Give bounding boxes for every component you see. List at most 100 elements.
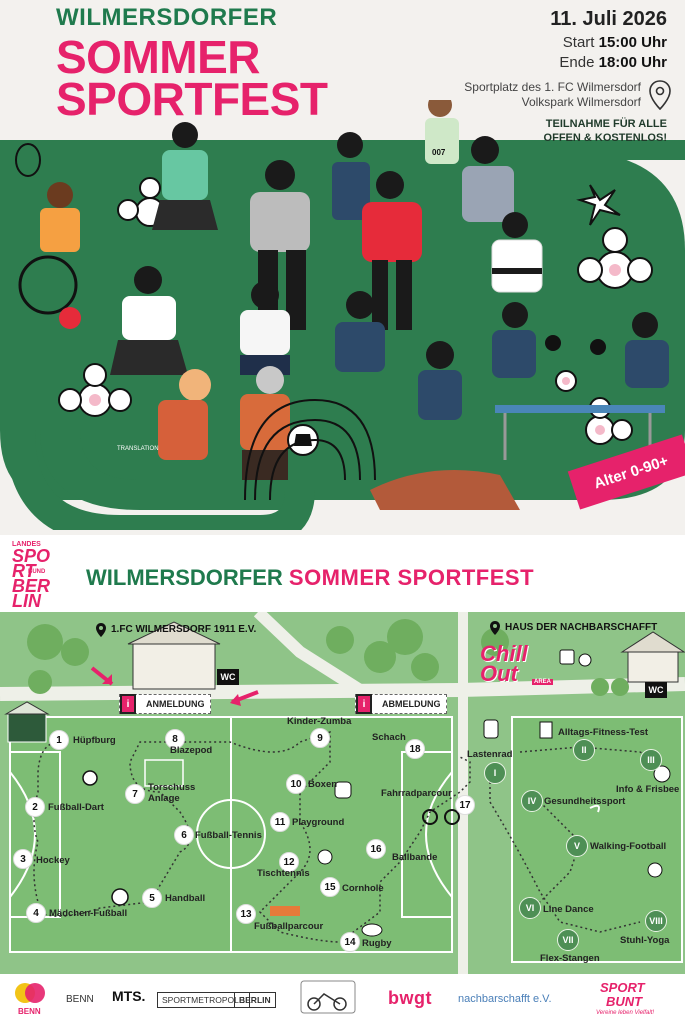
station-4-number: 4 [26, 903, 46, 923]
chill-line1: Chill [480, 641, 528, 666]
park-station-3-label: Info & Frisbee [616, 784, 680, 795]
station-18-number: 18 [405, 739, 425, 759]
cargo-bike-icon [300, 980, 356, 1014]
location-pin-icon [649, 80, 671, 110]
station-16-label: Ballbande [392, 852, 438, 863]
poster-title-line1: WILMERSDORFER [56, 4, 278, 31]
logo-bund: BUND [28, 569, 46, 575]
park-station-3-number: III [640, 749, 662, 771]
sponsor-benn-1: BENN [18, 1007, 41, 1016]
map-graphics [0, 612, 685, 974]
park-station-2-number: II [573, 739, 595, 761]
end-time-value: 18:00 Uhr [598, 54, 667, 71]
club-right-name: HAUS DER NACHBARSCHAFFT [505, 622, 658, 633]
wc-sign-left: WC [217, 669, 239, 685]
station-6-label: Fußball-Tennis [195, 830, 262, 841]
sponsor-sport: SPORT [600, 980, 645, 995]
location-line1: Sportplatz des 1. FC Wilmersdorf [464, 80, 641, 94]
svg-text:TRANSLATION: TRANSLATION [117, 446, 159, 452]
chill-out-area: Chill Out [480, 641, 528, 686]
landessportbund-logo: LANDES SPO RT BUND BER LIN [6, 541, 58, 611]
start-time-value: 15:00 Uhr [598, 34, 667, 51]
park-station-6-label: Line Dance [543, 904, 594, 915]
chill-line2: Out [480, 661, 518, 686]
map-title-pink: SOMMER SPORTFEST [288, 565, 535, 590]
sponsor-footer: BENN BENN MTS. SPORTMETROPOLE BERLIN bwg… [0, 974, 685, 1024]
station-14-number: 14 [340, 932, 360, 952]
sponsor-sportmetropole: SPORTMETROPOLE [157, 992, 250, 1008]
station-18-label: Schach [372, 732, 406, 743]
station-17-label: Fahrradparcour [381, 788, 452, 799]
park-station-6-number: VI [519, 897, 541, 919]
station-11-number: 11 [270, 812, 290, 832]
lastenrad-label: Lastenrad [467, 749, 513, 760]
station-3-label: Hockey [36, 855, 70, 866]
sponsor-nachbarschafft: nachbarschafft e.V. [458, 993, 552, 1005]
station-6-number: 6 [174, 825, 194, 845]
station-17-number: 17 [455, 795, 475, 815]
sponsor-berlin: BERLIN [234, 992, 276, 1008]
sportbunt-tagline: Vereine leben Vielfalt! [596, 1010, 655, 1016]
sports-illustration: TRANSLATION 007 [0, 100, 685, 530]
station-13-label: Fußballparcour [254, 921, 324, 932]
station-15-number: 15 [320, 877, 340, 897]
location-line2: Volkspark Wilmersdorf [521, 95, 641, 109]
sponsor-benn-2: BENN [66, 994, 94, 1005]
station-14-label: Rugby [362, 938, 392, 949]
station-10-label: Boxen [308, 779, 338, 790]
logo-rt: RT [12, 561, 36, 581]
station-2-label: Fußball-Dart [48, 802, 104, 813]
poster-title-line3: SPORTFEST [56, 73, 328, 125]
logo-lin: LIN [12, 591, 41, 611]
park-station-7-label: Flex-Stangen [540, 953, 600, 964]
benn-logo-icon [15, 983, 45, 1003]
station-8-label: Blazepod [170, 745, 213, 756]
map-title-green: WILMERSDORFER [86, 565, 283, 590]
station-1-label: Hüpfburg [73, 735, 116, 746]
svg-text:007: 007 [432, 148, 446, 157]
sponsor-mts: MTS. [112, 988, 146, 1004]
station-7-label-line1: Torschuss [148, 782, 196, 793]
abmeldung-sign: i ABMELDUNG [355, 694, 447, 714]
anmeldung-label: ANMELDUNG [146, 699, 205, 709]
park-station-1-number: I [484, 762, 506, 784]
station-10-number: 10 [286, 774, 306, 794]
logo-spo: SPO [12, 546, 51, 566]
station-5-label: Handball [165, 893, 206, 904]
map-header [0, 535, 685, 615]
park-station-4-label: Gesundheitssport [544, 796, 626, 807]
station-12-label: Tischtennis [257, 868, 310, 879]
site-map: 1.FC WILMERSDORF 1911 E.V. HAUS DER NACH… [0, 612, 685, 974]
logo-spo-text: SPO [12, 546, 51, 566]
station-11-label: Playground [292, 817, 345, 828]
station-4-label: Mädchen-Fußball [49, 908, 128, 919]
logo-ber: BER [12, 576, 51, 596]
info-icon: i [120, 694, 136, 714]
station-12-number: 12 [279, 852, 299, 872]
participation-line2: OFFEN & KOSTENLOS! [543, 132, 667, 144]
chill-area-tag: AREA [532, 679, 554, 685]
logo-landes: LANDES [12, 541, 41, 548]
station-3-number: 3 [13, 849, 33, 869]
park-station-8-label: Stuhl-Yoga [620, 935, 670, 946]
abmeldung-label: ABMELDUNG [382, 699, 441, 709]
start-time: Start 15:00 Uhr [563, 34, 667, 51]
poster-title-line2: SOMMER [56, 31, 261, 83]
station-13-number: 13 [236, 904, 256, 924]
station-7-number: 7 [125, 784, 145, 804]
station-8-number: 8 [165, 729, 185, 749]
sponsor-bunt: BUNT [606, 994, 643, 1009]
event-poster: TRANSLATION 007 WILMERSDORFER SOMMER SPO… [0, 0, 685, 535]
club-right-pin-icon [490, 621, 500, 635]
station-9-number: 9 [310, 728, 330, 748]
park-station-5-number: V [566, 835, 588, 857]
park-station-5-label: Walking-Football [590, 841, 667, 852]
station-16-number: 16 [366, 839, 386, 859]
map-title: WILMERSDORFER SOMMER SPORTFEST [86, 565, 534, 591]
station-7-label-line2: Anlage [148, 793, 180, 804]
wc-sign-right: WC [645, 682, 667, 698]
club-left-name: 1.FC WILMERSDORF 1911 E.V. [111, 624, 257, 635]
station-2-number: 2 [25, 797, 45, 817]
start-label: Start [562, 34, 595, 51]
station-1-number: 1 [49, 730, 69, 750]
